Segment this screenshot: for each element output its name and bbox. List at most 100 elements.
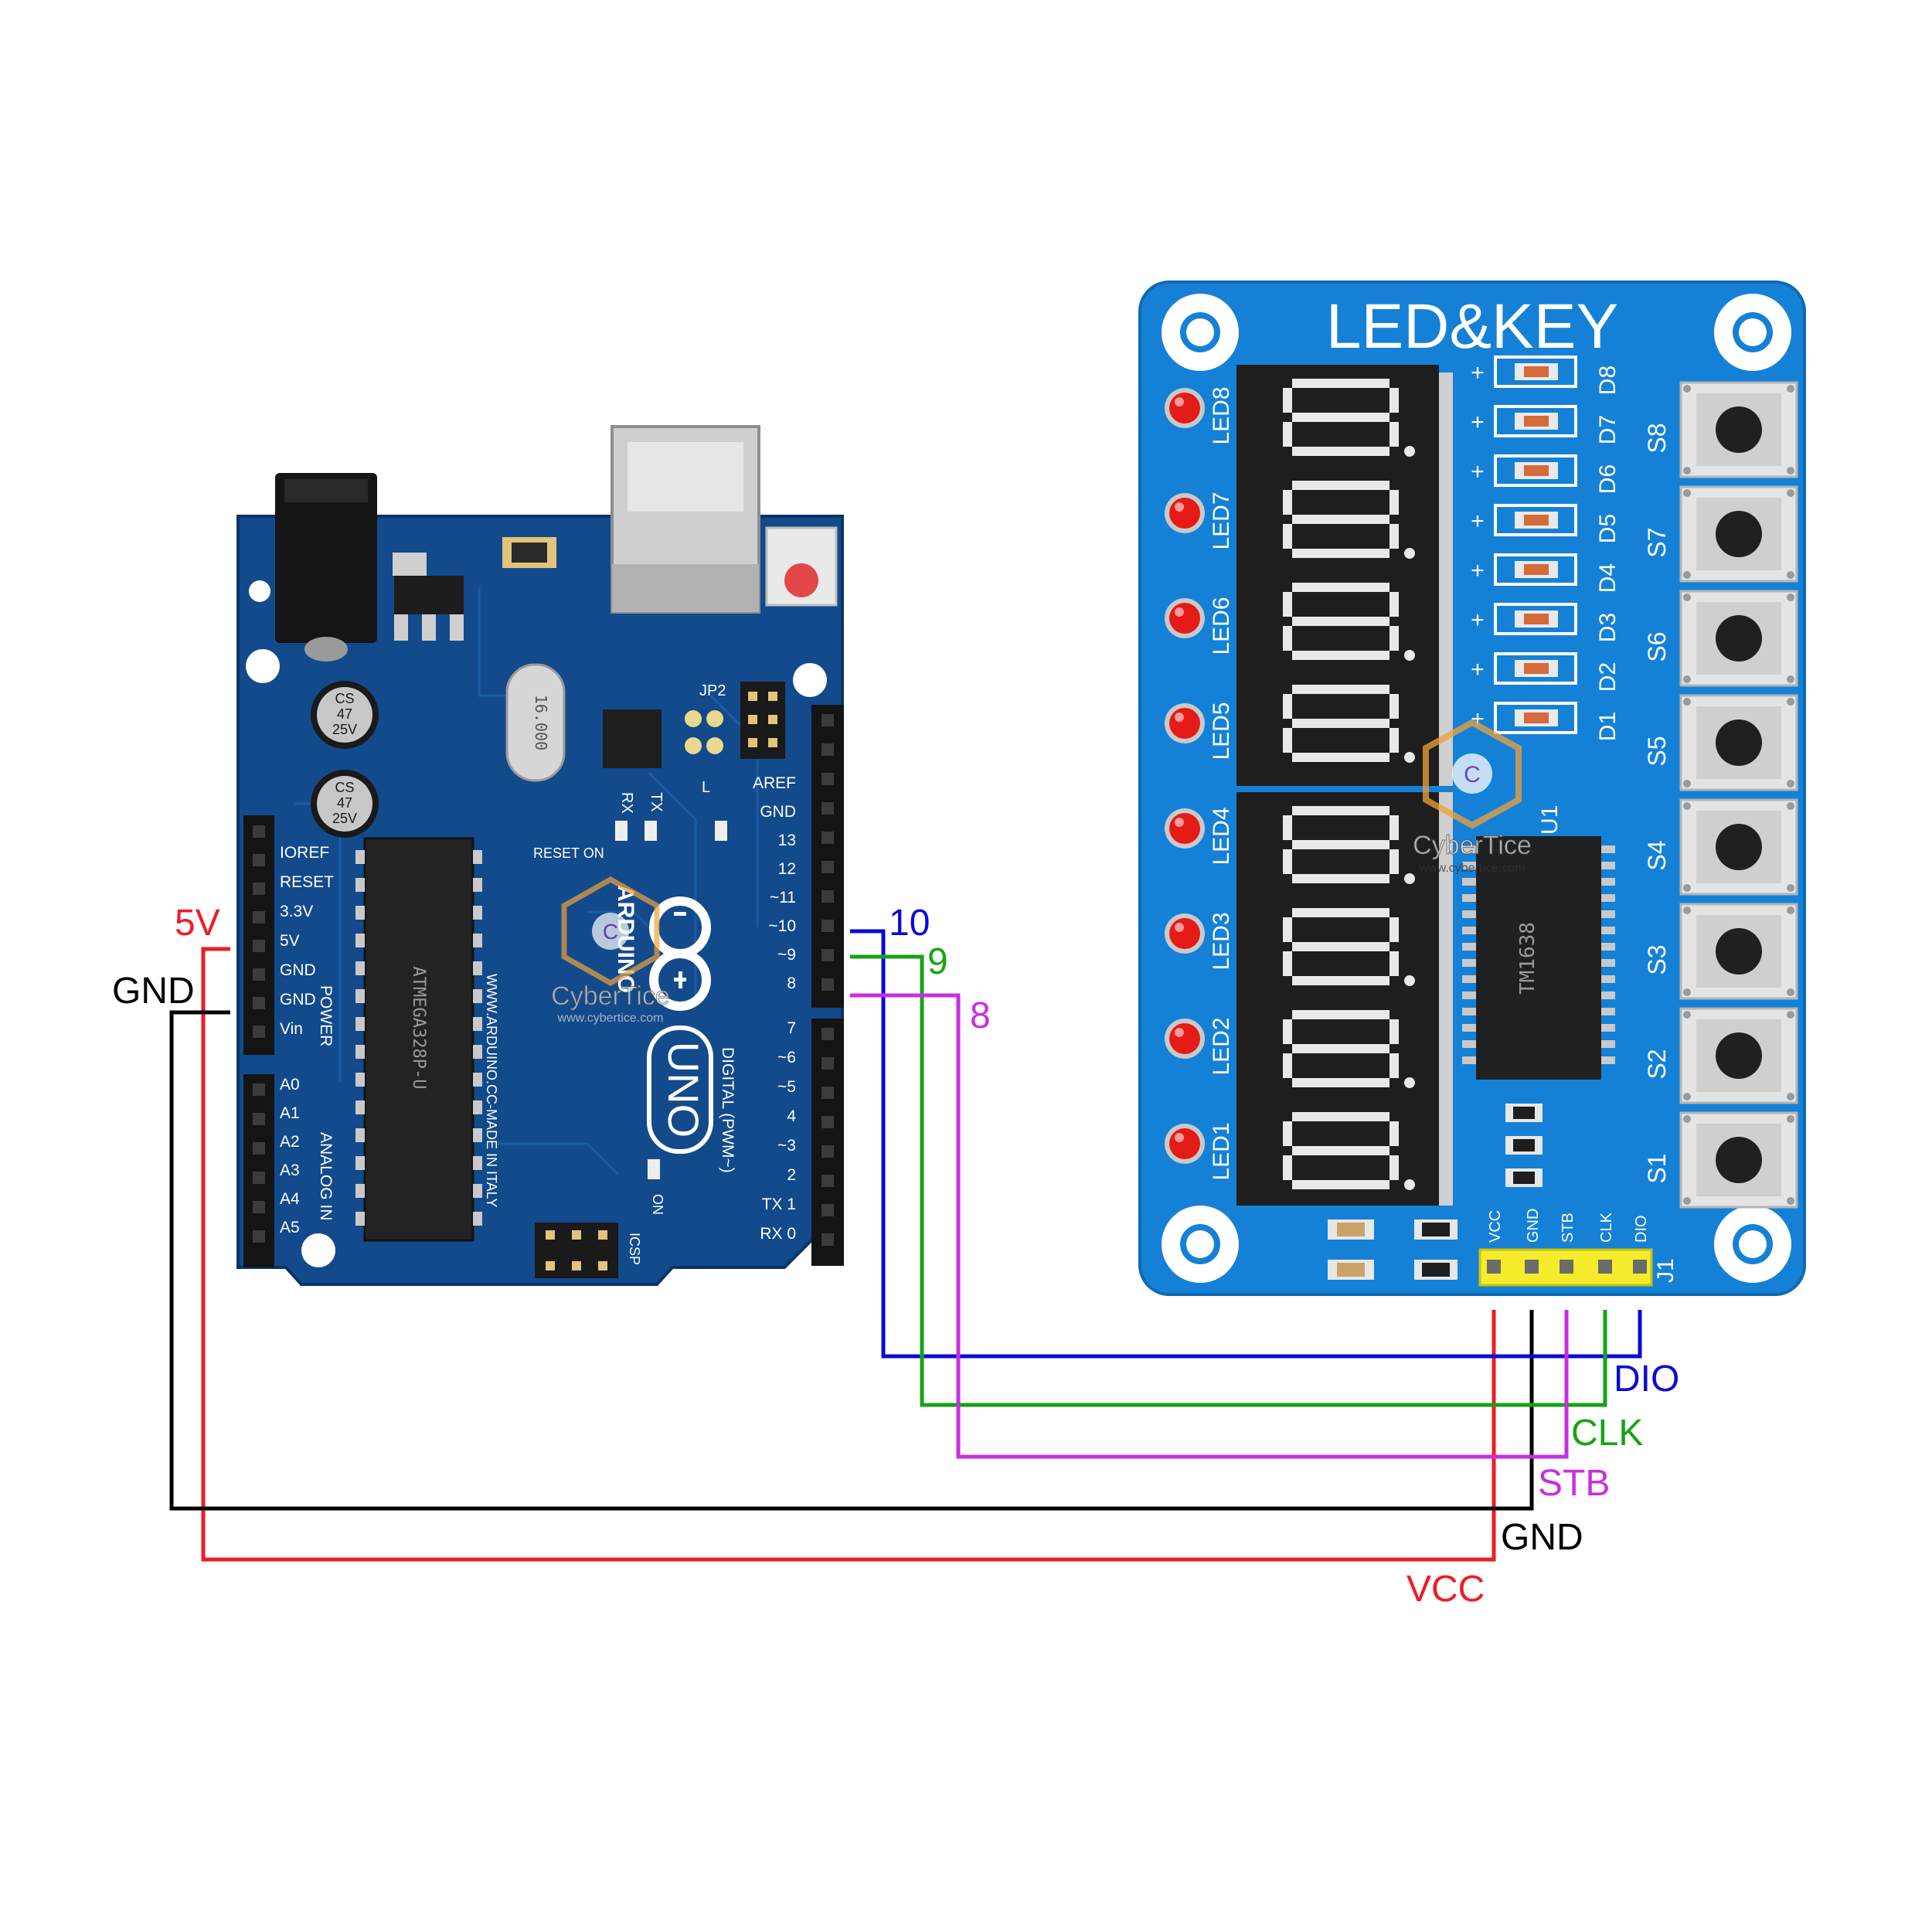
switch-label: S6	[1643, 631, 1671, 662]
digital-pin-label-5: ~10	[768, 917, 796, 935]
svg-text:CS: CS	[335, 780, 354, 795]
smd-resistor	[1505, 1136, 1543, 1155]
diode-label: D8	[1595, 366, 1621, 395]
switch-s8[interactable]	[1679, 381, 1798, 478]
mount-hole	[1162, 294, 1239, 371]
mount-hole	[1162, 1206, 1239, 1283]
mount-hole	[249, 580, 270, 602]
header-pin	[253, 854, 265, 866]
diode-d3: +	[1471, 603, 1577, 635]
j1-pin-label: DIO	[1633, 1215, 1650, 1243]
header-pin	[253, 1201, 265, 1213]
power-header[interactable]	[243, 815, 274, 1055]
wire-vcc	[201, 947, 1496, 1562]
j1-pin-label: CLK	[1598, 1212, 1615, 1243]
label-dio: DIO	[1614, 1359, 1679, 1400]
header-pin	[821, 832, 834, 844]
header-pin	[253, 1172, 265, 1184]
header-pin	[821, 920, 834, 932]
analog-pin-label-3: A3	[280, 1162, 300, 1179]
diode-d5: +	[1471, 504, 1577, 536]
switch-s3[interactable]	[1679, 903, 1798, 1000]
label-stb: STB	[1538, 1463, 1610, 1504]
header-pin	[253, 1083, 265, 1096]
switch-label: S1	[1643, 1153, 1671, 1183]
j1-pin-label: GND	[1525, 1209, 1542, 1243]
switch-s5[interactable]	[1679, 694, 1798, 791]
switch-s7[interactable]	[1679, 485, 1798, 583]
mount-hole	[1714, 294, 1791, 371]
header-pin	[821, 1145, 834, 1158]
atmega328p-chip: ATMEGA328P-U	[355, 837, 482, 1242]
digital-pin-label-3: 12	[778, 860, 796, 878]
digital-pin-label-6: ~9	[777, 946, 796, 964]
usb-connector[interactable]	[611, 425, 760, 614]
digital-pin-label-2: ~5	[777, 1078, 796, 1096]
wire-stb	[850, 993, 1569, 1459]
wire-clk	[850, 954, 1607, 1407]
header-pin	[821, 861, 834, 873]
smd-resistor	[1414, 1219, 1458, 1240]
led-led6	[1165, 598, 1205, 638]
analog-pin-label-4: A4	[280, 1190, 300, 1208]
header-pin	[253, 1026, 265, 1038]
led-led8	[1165, 388, 1205, 428]
switch-s4[interactable]	[1679, 798, 1798, 896]
led-label: LED3	[1209, 912, 1234, 970]
watermark-brand: CyberTice	[1413, 831, 1532, 860]
digital-header-bottom[interactable]	[811, 1019, 844, 1266]
header-pin	[821, 1233, 834, 1246]
label-5v: 5V	[175, 903, 220, 944]
reset-button[interactable]	[765, 526, 838, 607]
dc-power-jack[interactable]	[275, 473, 377, 662]
j1-pin	[1525, 1260, 1539, 1274]
j1-header[interactable]	[1478, 1248, 1653, 1287]
switch-s6[interactable]	[1679, 590, 1798, 687]
seven-segment-display-top	[1236, 365, 1453, 786]
led-led7	[1165, 493, 1205, 533]
header-pin	[253, 883, 265, 895]
website-text: WWW.ARDUINO.CC-MADE IN ITALY	[484, 974, 499, 1207]
diode-label: D1	[1595, 712, 1621, 741]
analog-pin-label-5: A5	[280, 1219, 300, 1236]
header-pin	[821, 1087, 834, 1099]
svg-text:+: +	[1471, 657, 1485, 682]
digital-pin-label-4: ~3	[777, 1137, 796, 1155]
uno-text: UNO	[659, 1042, 708, 1138]
j1-label: J1	[1653, 1258, 1679, 1283]
digital-group-label: DIGITAL (PWM~)	[719, 1047, 736, 1173]
label-pin-8: 8	[970, 995, 991, 1036]
header-pin	[253, 1230, 265, 1243]
power-pin-label-3: 5V	[280, 932, 300, 950]
analog-pin-label-2: A2	[280, 1133, 300, 1151]
analog-pin-label-1: A1	[280, 1104, 300, 1122]
svg-text:47: 47	[337, 706, 352, 722]
seven-segment-digit	[1283, 908, 1415, 986]
digital-pin-label-0: 7	[787, 1019, 796, 1037]
smd-capacitor	[1328, 1219, 1374, 1240]
icsp-header-small[interactable]	[740, 682, 785, 759]
analog-group-label: ANALOG IN	[317, 1132, 335, 1220]
power-pin-label-0: IOREF	[280, 844, 329, 862]
diode-label: D6	[1595, 464, 1621, 494]
switch-label: S7	[1643, 527, 1671, 557]
svg-text:C: C	[1464, 762, 1481, 787]
ic-label: U1	[1537, 805, 1563, 835]
icsp-header[interactable]	[535, 1223, 618, 1278]
analog-pin-label-0: A0	[280, 1076, 300, 1094]
header-pin	[821, 1116, 834, 1128]
switch-s1[interactable]	[1679, 1111, 1798, 1209]
switch-label: S2	[1643, 1049, 1671, 1079]
svg-text:25V: 25V	[332, 722, 357, 737]
power-group-label: POWER	[317, 985, 335, 1046]
label-module-gnd: GND	[1501, 1517, 1583, 1558]
switch-label: S5	[1643, 736, 1671, 766]
smd-capacitor	[1328, 1260, 1374, 1280]
digital-pin-label-6: TX 1	[762, 1196, 796, 1213]
switch-s2[interactable]	[1679, 1007, 1798, 1104]
crystal-text: 16.000	[532, 695, 550, 750]
seven-segment-digit	[1283, 481, 1415, 559]
led-label: LED8	[1209, 386, 1234, 444]
header-pin	[821, 1057, 834, 1070]
digital-pin-label-3: 4	[787, 1107, 796, 1125]
